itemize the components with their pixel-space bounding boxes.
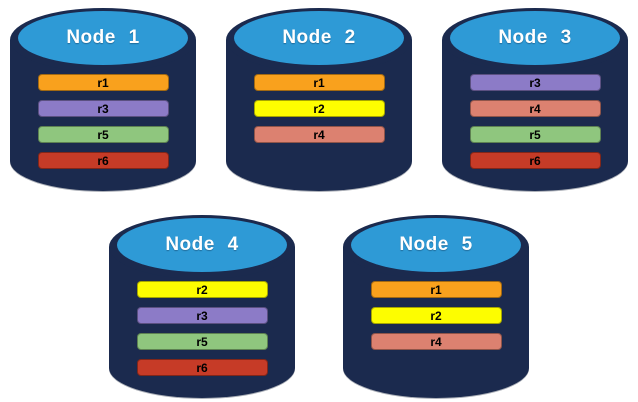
replica-list: r3 r4 r5 r6	[442, 74, 628, 169]
database-node: Node 2 r1 r2 r4	[226, 8, 412, 191]
node-label: Node 2	[282, 27, 356, 48]
replica-bar-r5: r5	[37, 126, 169, 143]
node-label: Node 3	[498, 27, 572, 48]
replica-bar-r2: r2	[136, 281, 268, 298]
cylinder-top-ellipse: Node 2	[234, 11, 404, 65]
replica-list: r1 r2 r4	[343, 281, 529, 350]
replica-bar-r4: r4	[469, 100, 601, 117]
replica-list: r1 r2 r4	[226, 74, 412, 143]
replica-bar-r1: r1	[370, 281, 502, 298]
replica-list: r2 r3 r5 r6	[109, 281, 295, 376]
replica-bar-r2: r2	[253, 100, 385, 117]
node-label: Node 5	[399, 234, 473, 255]
replica-bar-r1: r1	[253, 74, 385, 91]
replica-bar-r5: r5	[469, 126, 601, 143]
node-label: Node 4	[165, 234, 239, 255]
replica-bar-r3: r3	[37, 100, 169, 117]
replica-bar-r5: r5	[136, 333, 268, 350]
replica-bar-r3: r3	[136, 307, 268, 324]
database-node: Node 5 r1 r2 r4	[343, 215, 529, 398]
node-label: Node 1	[66, 27, 140, 48]
replica-bar-r6: r6	[469, 152, 601, 169]
cylinder-top-ellipse: Node 5	[351, 218, 521, 272]
cylinder-top-ellipse: Node 4	[117, 218, 287, 272]
database-node: Node 3 r3 r4 r5 r6	[442, 8, 628, 191]
replica-bar-r6: r6	[136, 359, 268, 376]
replica-bar-r1: r1	[37, 74, 169, 91]
cylinder-top-ellipse: Node 3	[450, 11, 620, 65]
replica-bar-r6: r6	[37, 152, 169, 169]
cylinder-top-ellipse: Node 1	[18, 11, 188, 65]
replica-bar-r4: r4	[253, 126, 385, 143]
database-node: Node 1 r1 r3 r5 r6	[10, 8, 196, 191]
replica-bar-r4: r4	[370, 333, 502, 350]
node-row-bottom: Node 4 r2 r3 r5 r6 Node 5 r1 r2 r4	[0, 215, 638, 398]
database-node: Node 4 r2 r3 r5 r6	[109, 215, 295, 398]
replica-bar-r3: r3	[469, 74, 601, 91]
replica-list: r1 r3 r5 r6	[10, 74, 196, 169]
replica-bar-r2: r2	[370, 307, 502, 324]
